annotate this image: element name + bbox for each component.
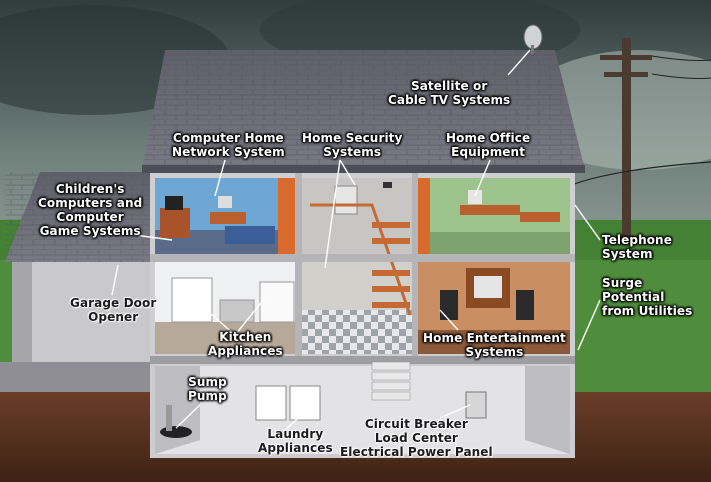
label-satellite: Satellite or Cable TV Systems — [388, 79, 511, 107]
satellite-dish — [523, 24, 543, 54]
label-kitchen: Kitchen Appliances — [208, 330, 283, 358]
label-surge: Surge Potential from Utilities — [602, 276, 693, 318]
label-circuit-breaker: Circuit Breaker Load Center Electrical P… — [340, 417, 493, 459]
label-garage-door: Garage Door Opener — [70, 296, 157, 324]
label-sump: Sump Pump — [188, 375, 227, 403]
label-telephone: Telephone System — [602, 233, 672, 261]
utility-pole — [622, 38, 631, 238]
dryer — [289, 385, 321, 421]
pointer-lines — [111, 49, 601, 431]
label-home-security: Home Security Systems — [302, 131, 403, 159]
washer — [255, 385, 287, 421]
garage — [12, 262, 150, 362]
label-entertainment: Home Entertainment Systems — [423, 331, 566, 359]
label-laundry: Laundry Appliances — [258, 427, 333, 455]
electrical-panel — [465, 391, 487, 419]
label-home-office: Home Office Equipment — [446, 131, 531, 159]
label-childrens-computers: Children's Computers and Computer Game S… — [38, 182, 143, 238]
label-computer-network: Computer Home Network System — [172, 131, 285, 159]
